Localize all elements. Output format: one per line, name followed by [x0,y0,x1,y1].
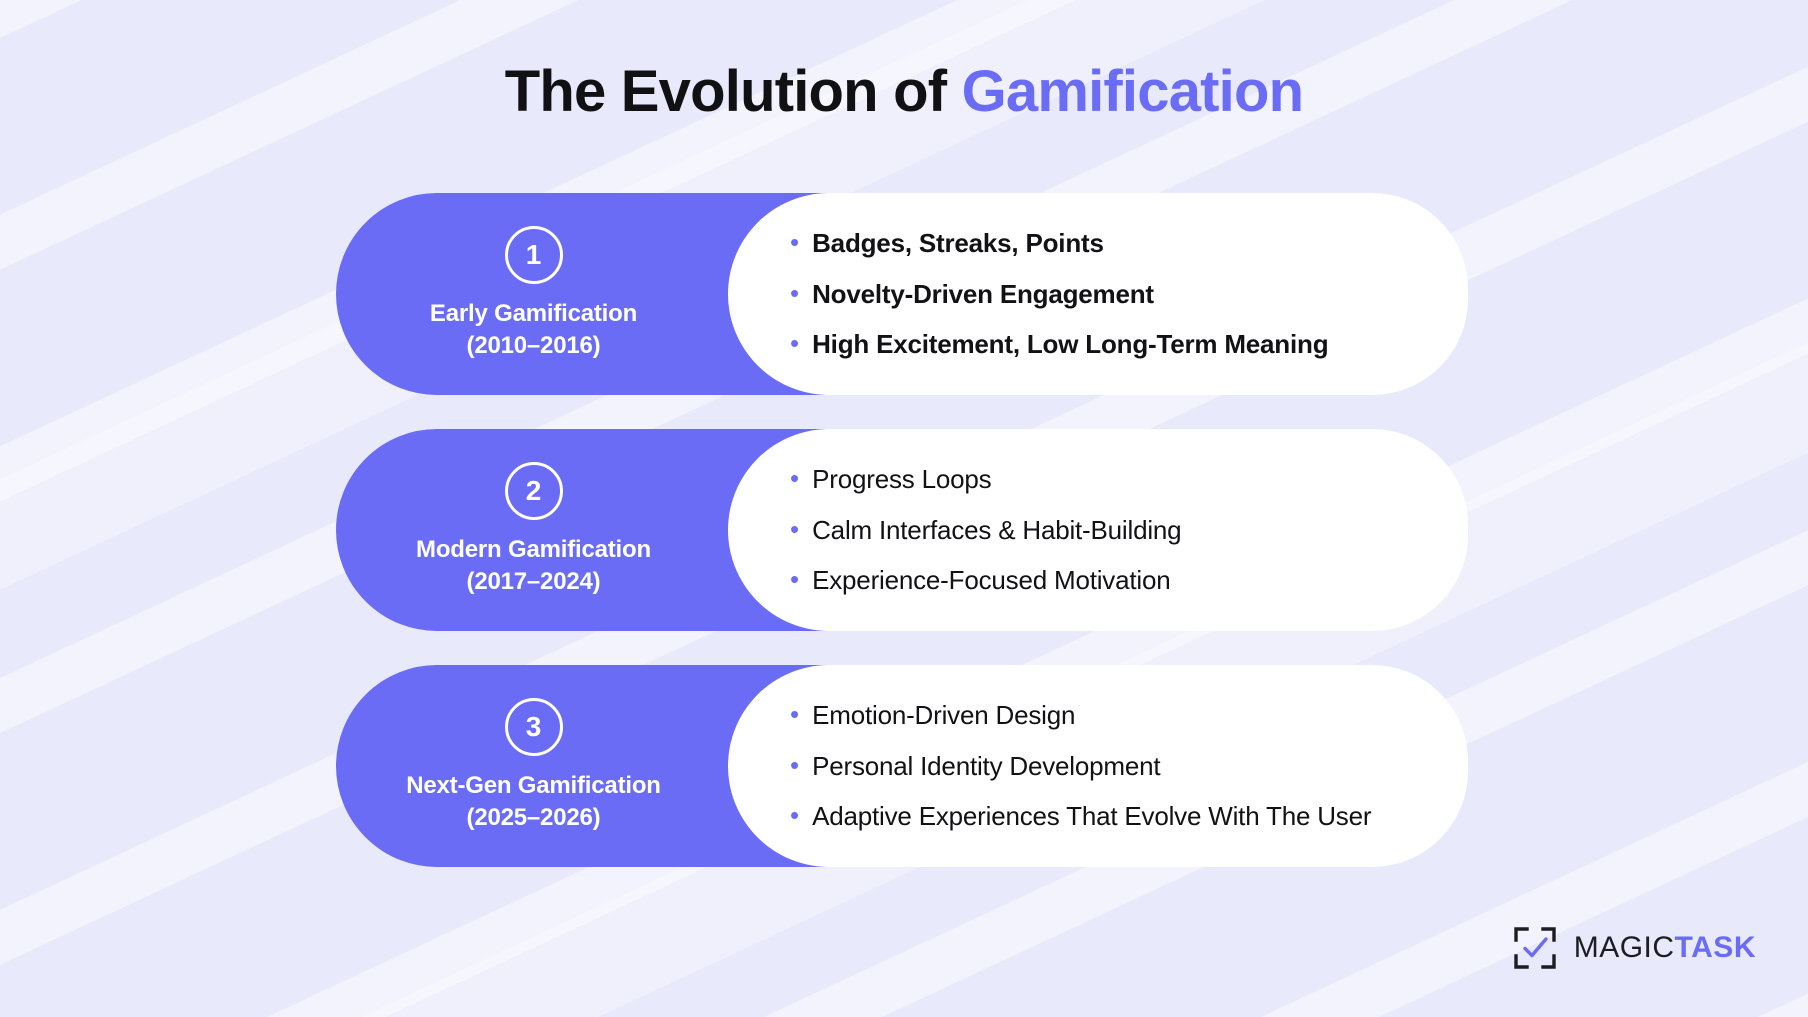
list-item-label: Badges, Streaks, Points [812,228,1104,259]
list-item-label: Novelty-Driven Engagement [812,278,1154,309]
card-stage-panel: 2 Modern Gamification (2017–2024) [339,432,728,628]
page-title-lead: The Evolution of [504,59,962,124]
bullet-dot-icon: • [790,277,800,308]
list-item: • High Excitement, Low Long-Term Meaning [790,328,1418,361]
bullet-dot-icon: • [790,227,800,258]
timeline-card: 1 Early Gamification (2010–2016) • Badge… [336,193,1468,395]
list-item: • Emotion-Driven Design [790,699,1418,732]
list-item-label: Progress Loops [812,464,992,495]
list-item-label: Experience-Focused Motivation [812,565,1171,596]
bullet-dot-icon: • [790,463,800,494]
bracket-check-icon [1514,927,1556,969]
stage-name: Next-Gen Gamification [406,772,661,800]
bullet-dot-icon: • [790,749,800,780]
bullet-dot-icon: • [790,699,800,730]
list-item-label: Calm Interfaces & Habit-Building [812,514,1182,545]
card-stage-panel: 3 Next-Gen Gamification (2025–2026) [339,668,728,864]
list-item: • Badges, Streaks, Points [790,227,1418,260]
list-item: • Personal Identity Development [790,750,1418,783]
stage-number-badge: 1 [504,226,563,285]
stage-years: (2010–2016) [466,332,601,359]
page-title: The Evolution of Gamification [0,58,1808,125]
stage-number: 2 [525,475,542,507]
list-item: • Experience-Focused Motivation [790,564,1418,597]
bullet-dot-icon: • [790,328,800,359]
stage-number: 3 [525,711,542,743]
bullet-dot-icon: • [790,513,800,544]
list-item: • Adaptive Experiences That Evolve With … [790,800,1418,833]
card-detail-panel: • Badges, Streaks, Points • Novelty-Driv… [728,193,1468,395]
stage-name: Modern Gamification [416,536,651,564]
stage-number-badge: 2 [504,462,563,521]
timeline-card: 3 Next-Gen Gamification (2025–2026) • Em… [336,665,1468,867]
list-item: • Progress Loops [790,463,1418,496]
stage-number: 1 [525,239,542,271]
list-item-label: Personal Identity Development [812,750,1161,781]
stage-years: (2025–2026) [466,804,601,831]
brand-logo: MAGICTASK [1514,927,1756,969]
bullet-dot-icon: • [790,800,800,831]
list-item-label: Adaptive Experiences That Evolve With Th… [812,801,1372,832]
card-stage-panel: 1 Early Gamification (2010–2016) [339,196,728,392]
list-item-label: High Excitement, Low Long-Term Meaning [812,329,1329,360]
stage-years: (2017–2024) [466,568,601,595]
list-item-label: Emotion-Driven Design [812,700,1076,731]
timeline-card-list: 1 Early Gamification (2010–2016) • Badge… [336,193,1468,901]
bullet-dot-icon: • [790,564,800,595]
brand-word-primary: MAGIC [1573,931,1675,964]
brand-wordmark: MAGICTASK [1574,933,1756,963]
list-item: • Novelty-Driven Engagement [790,278,1418,311]
card-detail-panel: • Progress Loops • Calm Interfaces & Hab… [728,429,1468,631]
stage-name: Early Gamification [429,300,638,328]
list-item: • Calm Interfaces & Habit-Building [790,514,1418,547]
card-detail-panel: • Emotion-Driven Design • Personal Ident… [728,665,1468,867]
page-title-accent: Gamification [961,59,1304,124]
brand-word-secondary: TASK [1674,931,1756,964]
timeline-card: 2 Modern Gamification (2017–2024) • Prog… [336,429,1468,631]
stage-number-badge: 3 [504,698,563,757]
